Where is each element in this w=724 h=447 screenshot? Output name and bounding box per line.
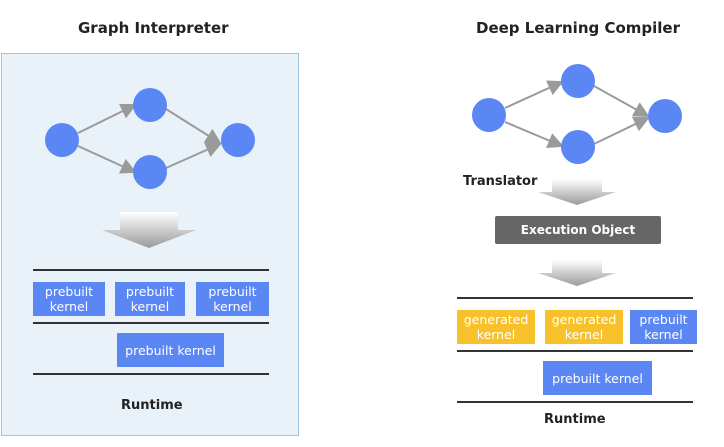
- right-node-top: [561, 64, 595, 98]
- right-kernel-wide: prebuilt kernel: [543, 361, 652, 395]
- left-kernel-2: prebuilt kernel: [115, 282, 185, 316]
- right-runtime-label: Runtime: [544, 412, 606, 427]
- left-runtime-label: Runtime: [121, 398, 183, 413]
- left-rule-bottom: [33, 373, 269, 375]
- left-edge-3: [165, 108, 222, 145]
- right-edge-3: [593, 85, 650, 117]
- right-node-bottom: [561, 130, 595, 164]
- left-node-bottom: [133, 155, 167, 189]
- left-node-input: [45, 123, 79, 157]
- right-rule-bottom: [457, 401, 693, 403]
- right-title: Deep Learning Compiler: [476, 19, 681, 37]
- left-kernel-3: prebuilt kernel: [196, 282, 269, 316]
- left-edge-1: [77, 103, 137, 134]
- right-prebuilt-kernel: prebuilt kernel: [630, 310, 697, 344]
- left-node-output: [221, 123, 255, 157]
- translator-label: Translator: [463, 174, 538, 189]
- right-edge-2: [504, 121, 564, 148]
- left-rule-top: [33, 269, 269, 271]
- execution-object-box: Execution Object: [495, 216, 661, 244]
- left-title: Graph Interpreter: [78, 19, 229, 37]
- left-node-top: [133, 88, 167, 122]
- left-kernel-wide: prebuilt kernel: [117, 333, 224, 367]
- left-edge-2: [77, 145, 137, 174]
- left-edge-4: [165, 142, 222, 169]
- right-rule-middle: [457, 350, 693, 352]
- right-translator-arrow-icon: [538, 179, 616, 205]
- left-down-arrow-icon: [102, 212, 196, 248]
- right-node-output: [648, 99, 682, 133]
- left-kernel-1: prebuilt kernel: [33, 282, 105, 316]
- right-rule-top: [457, 297, 693, 299]
- right-node-input: [472, 98, 506, 132]
- left-rule-middle: [33, 322, 269, 324]
- right-generated-kernel-2: generated kernel: [545, 310, 623, 344]
- right-edge-1: [504, 80, 564, 109]
- right-generated-kernel-1: generated kernel: [457, 310, 535, 344]
- right-edge-4: [593, 116, 650, 145]
- right-exec-arrow-icon: [538, 260, 616, 286]
